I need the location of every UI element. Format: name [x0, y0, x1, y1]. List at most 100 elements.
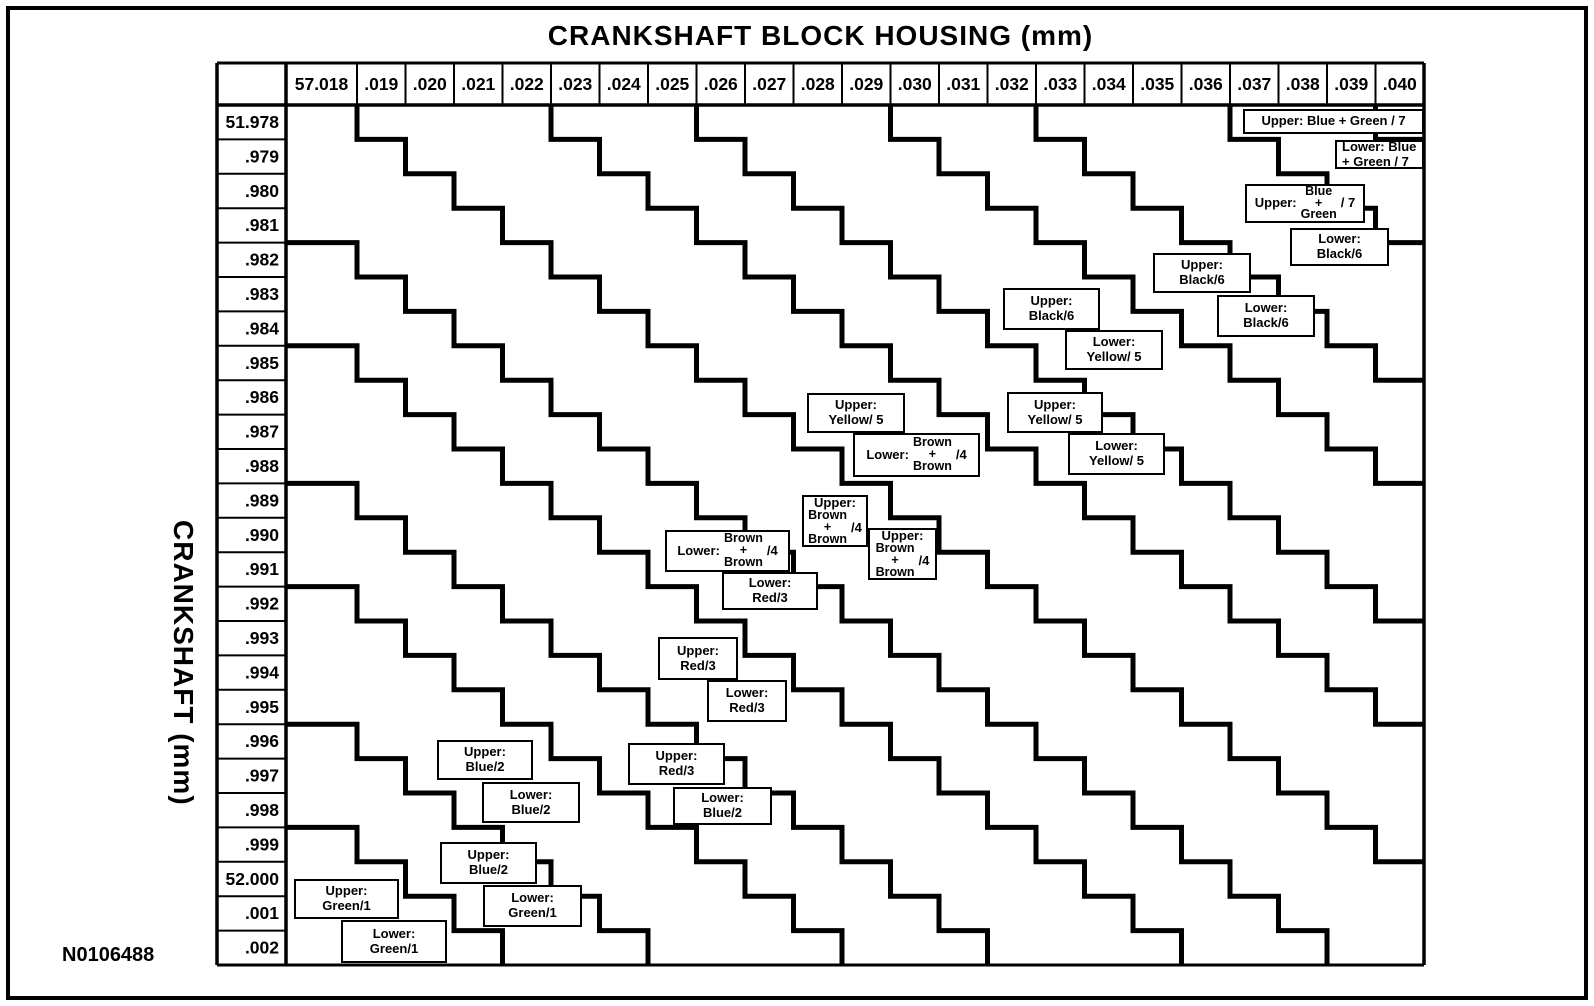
label-line: Lower: — [509, 786, 553, 802]
label-lower-black-6-b: Lower:Black/6 — [1217, 295, 1315, 337]
label-upper-red-3-a: Upper:Red/3 — [658, 637, 738, 680]
label-stack: Brown+Brown — [808, 508, 848, 547]
label-line: Yellow/ 5 — [828, 412, 884, 427]
label-line: Red/3 — [752, 590, 788, 605]
column-header: .019 — [364, 74, 398, 94]
column-header: 57.018 — [295, 74, 349, 94]
label-line: Upper: — [677, 642, 719, 658]
label-line: Upper: — [1030, 293, 1073, 309]
row-header: .991 — [245, 559, 279, 579]
column-header: .021 — [461, 74, 495, 94]
row-header: .995 — [245, 697, 279, 717]
row-header: .988 — [245, 456, 279, 476]
column-header: .023 — [558, 74, 592, 94]
column-header: .020 — [413, 74, 447, 94]
upper-grade-boundary-line — [286, 584, 845, 965]
label-lower-green-1-a: Lower:Green/1 — [483, 885, 582, 927]
column-header: .037 — [1237, 74, 1271, 94]
column-header: .039 — [1334, 74, 1368, 94]
column-header: .031 — [946, 74, 980, 94]
row-header: .984 — [245, 318, 279, 338]
label-line: Lower: — [1092, 334, 1136, 350]
row-header: 51.978 — [225, 112, 279, 132]
row-header: 52.000 — [225, 869, 279, 889]
row-header: .980 — [245, 181, 279, 201]
label-line: Blue/2 — [702, 805, 742, 820]
label-lower-blue-green-7: Lower: Blue+ Green / 7 — [1335, 139, 1424, 169]
column-header: .022 — [510, 74, 544, 94]
label-line: Upper: — [1034, 396, 1076, 412]
label-prefix: Upper: — [814, 494, 856, 510]
label-prefix: Upper: — [1254, 195, 1297, 211]
label-line: Green/1 — [508, 905, 557, 920]
label-lower-green-1-b: Lower:Green/1 — [341, 920, 447, 963]
label-suffix: /4 — [851, 520, 862, 535]
row-header: .981 — [245, 215, 279, 235]
row-header: .996 — [245, 731, 279, 751]
label-suffix: /4 — [955, 446, 967, 462]
row-header: .997 — [245, 766, 279, 786]
label-line: Upper: — [325, 883, 368, 899]
column-header: .038 — [1286, 74, 1320, 94]
label-line: Black/6 — [1028, 308, 1075, 323]
row-header: .985 — [245, 353, 279, 373]
row-header: .987 — [245, 422, 279, 442]
label-line: Lower: — [748, 575, 792, 591]
lower-grade-boundary-line — [286, 240, 1330, 965]
label-line: Yellow/ 5 — [1089, 453, 1144, 468]
figure-frame — [6, 6, 1588, 1000]
row-header: .994 — [245, 662, 279, 682]
column-header: .027 — [752, 74, 786, 94]
label-line: Blue/2 — [511, 801, 551, 817]
label-line: Black/6 — [1179, 272, 1225, 287]
label-upper-blue-green-7-b: Upper:Blue+Green/ 7 — [1245, 184, 1365, 223]
row-header: .992 — [245, 594, 279, 614]
row-header: .983 — [245, 284, 279, 304]
label-suffix: / 7 — [1340, 195, 1356, 211]
label-lower-red-3-b: Lower:Red/3 — [707, 680, 787, 722]
label-line: Lower: — [1318, 231, 1361, 247]
label-line: Lower: — [701, 790, 744, 806]
row-header: .001 — [245, 903, 279, 923]
column-header: .036 — [1189, 74, 1223, 94]
label-lower-yellow-5-a: Lower:Yellow/ 5 — [1065, 330, 1163, 370]
label-line: Upper: Blue + Green / 7 — [1261, 113, 1406, 129]
label-prefix: Upper: — [881, 527, 924, 543]
label-line: Lower: — [372, 925, 416, 941]
label-prefix: Lower: — [866, 446, 909, 462]
label-stack: Brown+Brown — [723, 531, 763, 569]
label-suffix: /4 — [918, 553, 930, 568]
label-upper-blue-2-b: Upper:Blue/2 — [440, 842, 537, 884]
row-header: .989 — [245, 490, 279, 510]
label-line: Green/1 — [369, 940, 419, 956]
label-upper-black-6-b: Upper:Black/6 — [1003, 288, 1100, 330]
column-header: .034 — [1092, 74, 1126, 94]
label-upper-blue-green-7-a: Upper: Blue + Green / 7 — [1243, 109, 1424, 134]
label-line: Lower: — [725, 685, 769, 701]
row-header: .990 — [245, 525, 279, 545]
label-upper-green-1: Upper:Green/1 — [294, 879, 399, 919]
label-upper-blue-2-a: Upper:Blue/2 — [437, 740, 533, 780]
label-line: Green/1 — [322, 898, 371, 913]
row-header: .002 — [245, 938, 279, 958]
label-line: Upper: — [655, 748, 698, 764]
label-line: Upper: — [1181, 257, 1223, 273]
label-line: Blue/2 — [468, 862, 508, 877]
row-header: .999 — [245, 834, 279, 854]
label-upper-yellow-5-a: Upper:Yellow/ 5 — [807, 393, 905, 433]
label-line: Yellow/ 5 — [1027, 411, 1083, 427]
label-line: Lower: — [511, 890, 554, 906]
row-header: .986 — [245, 387, 279, 407]
column-header: .024 — [607, 74, 641, 94]
label-line: Upper: — [467, 847, 510, 863]
upper-grade-boundary-line — [354, 105, 1424, 865]
label-line: Red/3 — [658, 763, 695, 778]
column-header: .025 — [655, 74, 689, 94]
label-line: Red/3 — [729, 700, 765, 715]
row-header: .982 — [245, 250, 279, 270]
column-header: .026 — [704, 74, 738, 94]
label-lower-red-3-a: Lower:Red/3 — [722, 572, 818, 610]
figure-number: N0106488 — [62, 944, 155, 966]
label-line: Black/6 — [1243, 315, 1289, 330]
